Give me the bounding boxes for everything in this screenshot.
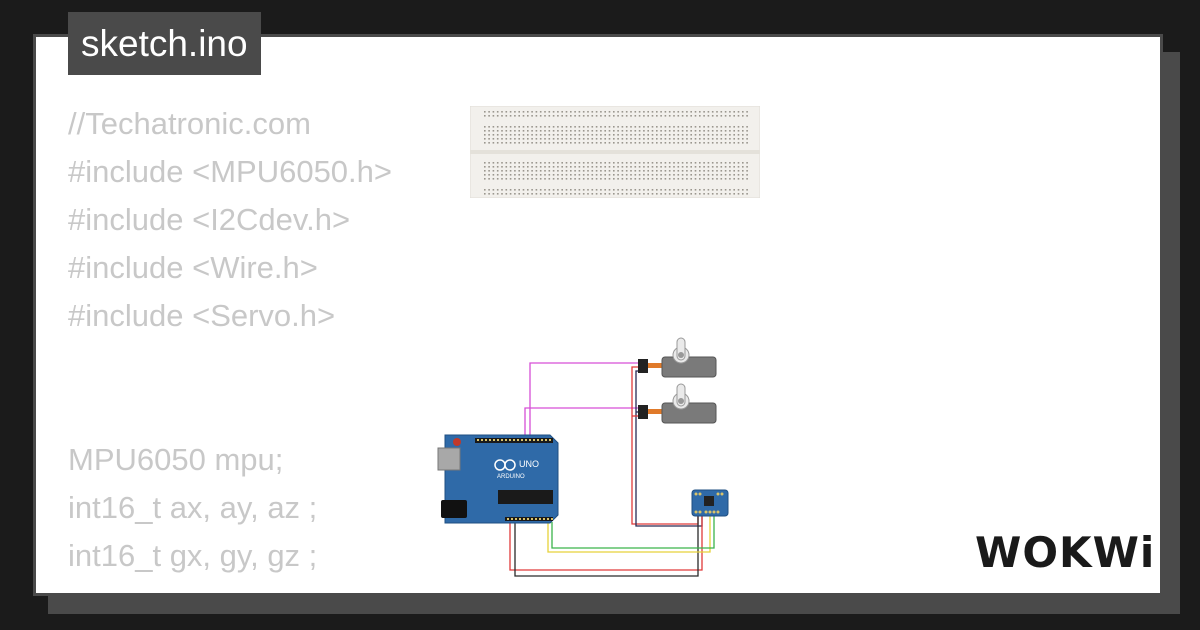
board-brand-label: ARDUINO [497,474,525,480]
breadboard-holes [484,111,748,195]
code-line: #include <I2Cdev.h> [68,202,351,237]
code-line: int16_t ax, ay, az ; [68,490,318,525]
breadboard [470,106,760,198]
code-line [68,340,392,388]
code-line: #include <Wire.h> [68,250,318,285]
wire-green [551,515,715,549]
wokwi-logo-text: WOKWi [975,528,1155,577]
wire-magenta-2 [524,407,640,435]
wires [509,362,715,577]
wire-magenta-1 [529,362,640,435]
wire-black-mpu [514,515,699,577]
code-preview: //Techatronic.com #include <MPU6050.h> #… [68,100,392,580]
servo-motor-2 [638,383,717,424]
code-line: int16_t gx, gy, gz ; [68,538,318,573]
sketch-title: sketch.ino [68,12,261,75]
wokwi-logo[interactable]: WOKWi [975,525,1155,581]
arduino-pins [477,439,553,520]
arduino-uno-board: ARDUINO UNO [437,434,559,524]
board-model-label: UNO [519,459,539,469]
wire-yellow [547,515,711,553]
circuit-diagram: ARDUINO UNO [437,337,729,577]
mpu6050-sensor [691,489,729,517]
code-line: #include <Servo.h> [68,298,336,333]
wire-red-mpu [509,515,703,571]
code-line [68,388,392,436]
code-line: //Techatronic.com [68,106,311,141]
code-line: #include <MPU6050.h> [68,154,393,189]
code-line: MPU6050 mpu; [68,442,284,477]
wire-red-servo [631,366,699,525]
servo-motor-1 [638,337,717,378]
